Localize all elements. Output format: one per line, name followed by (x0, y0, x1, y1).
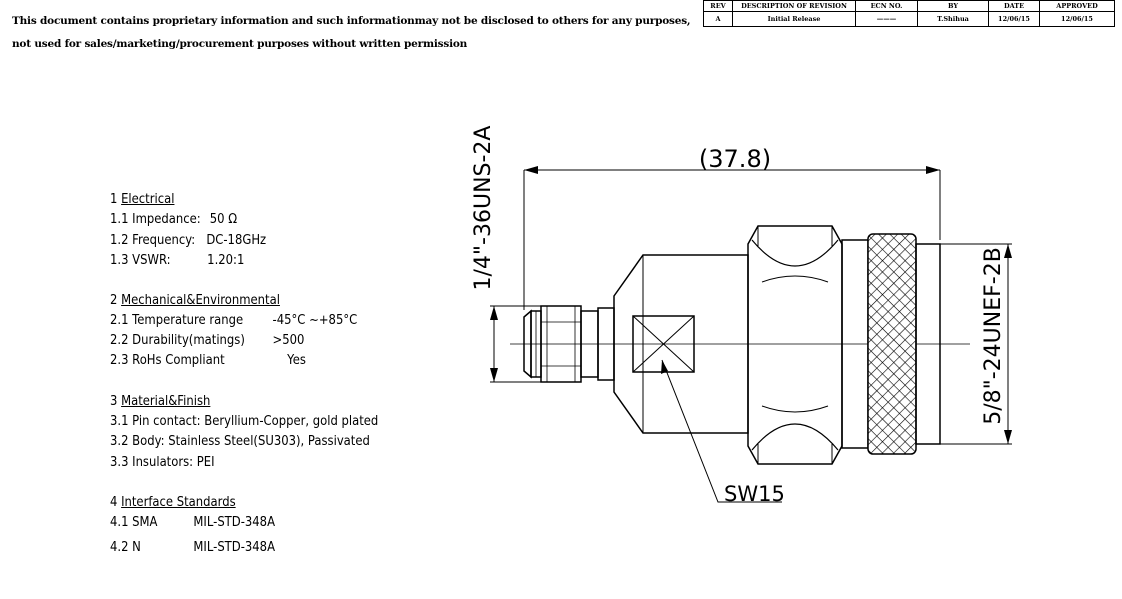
section-title: Electrical (121, 191, 175, 207)
wrench-flat-leader (661, 359, 782, 503)
spec-label: 1.1 Impedance: (110, 211, 201, 227)
flat-diagonal (632, 315, 695, 373)
section-electrical-heading: 1 Electrical (110, 190, 174, 208)
spec-label: 2.3 RoHs Compliant (110, 352, 225, 368)
spec-insulators: 3.3 Insulators: PEI (110, 454, 215, 470)
spec-frequency: 1.2 Frequency: DC-18GHz (110, 231, 266, 249)
spec-value: >500 (272, 332, 305, 348)
spec-label: 2.1 Temperature range (110, 312, 244, 328)
spec-value: Yes (287, 352, 306, 368)
arrowhead (490, 306, 498, 320)
section-mechanical-heading: 2 Mechanical&Environmental (110, 291, 280, 309)
wrench-flat-label: SW15 (724, 482, 785, 506)
spec-label: 4.1 SMA (110, 514, 158, 530)
spec-label: 1.3 VSWR: (110, 252, 171, 268)
spec-value: 1.20:1 (207, 252, 245, 268)
spec-label: 1.2 Frequency: (110, 232, 196, 248)
proprietary-notice-line-2: not used for sales/marketing/procurement… (12, 38, 468, 50)
overall-length-label: (37.8) (699, 145, 771, 173)
right-thread-label: 5/8"-24UNEF-2B (981, 247, 1006, 425)
section-title: Interface Standards (121, 494, 236, 510)
spec-value: MIL-STD-348A (193, 514, 276, 530)
section-number: 4 (110, 494, 118, 510)
rev-cell: A (703, 11, 733, 27)
revision-table: REV DESCRIPTION OF REVISION ECN NO. BY D… (703, 0, 1115, 27)
spec-value: MIL-STD-348A (193, 539, 276, 555)
spec-n-standard: 4.2 N MIL-STD-348A (110, 538, 275, 556)
section-number: 2 (110, 292, 118, 308)
hex-face-curve (761, 275, 829, 283)
arrowhead (1004, 244, 1012, 258)
arrowhead (490, 368, 498, 382)
spec-value: -45°C ~+85°C (272, 312, 358, 328)
spec-rohs: 2.3 RoHs Compliant Yes (110, 351, 306, 369)
proprietary-notice-line-1: This document contains proprietary infor… (12, 15, 691, 27)
section-number: 1 (110, 191, 118, 207)
approved-cell: 12/06/15 (1039, 11, 1115, 27)
arrowhead (661, 360, 668, 374)
spec-durability: 2.2 Durability(matings) >500 (110, 331, 304, 349)
spec-pin-contact: 3.1 Pin contact: Beryllium-Copper, gold … (110, 413, 379, 429)
spec-value: 50 Ω (209, 211, 238, 227)
spec-impedance: 1.1 Impedance: 50 Ω (110, 210, 237, 228)
section-number: 3 (110, 393, 118, 409)
spec-vswr: 1.3 VSWR: 1.20:1 (110, 251, 244, 269)
hex-nut (747, 225, 843, 465)
arrowhead (926, 166, 940, 174)
spec-temperature: 2.1 Temperature range -45°C ~+85°C (110, 311, 357, 329)
spec-label: 4.2 N (110, 539, 141, 555)
date-cell: 12/06/15 (988, 11, 1040, 27)
section-material-heading: 3 Material&Finish (110, 392, 210, 410)
hex-face-curve (751, 239, 839, 267)
hex-face-curve (751, 423, 839, 451)
section-title: Material&Finish (121, 393, 211, 409)
left-thread-label: 1/4"-36UNS-2A (471, 126, 496, 291)
table-row: A Initial Release ——— T.Shihua 12/06/15 … (703, 11, 1115, 27)
connector-outline (490, 166, 1012, 503)
section-title: Mechanical&Environmental (121, 292, 280, 308)
knurled-coupling-nut (867, 233, 917, 455)
hex-face-curve (761, 405, 829, 413)
spec-label: 2.2 Durability(matings) (110, 332, 245, 348)
arrowhead (1004, 430, 1012, 444)
section-interface-heading: 4 Interface Standards (110, 493, 236, 511)
n-side-end (915, 243, 941, 445)
spec-value: DC-18GHz (206, 232, 267, 248)
arrowhead (524, 166, 538, 174)
spec-sma-standard: 4.1 SMA MIL-STD-348A (110, 513, 275, 531)
spec-body: 3.2 Body: Stainless Steel(SU303), Passiv… (110, 433, 370, 449)
